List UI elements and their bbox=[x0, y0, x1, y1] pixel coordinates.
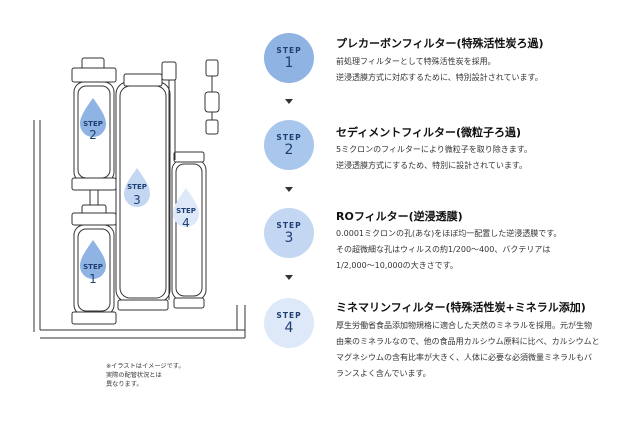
note-line: ※イラストはイメージです。 bbox=[106, 363, 185, 370]
step4-badge: STEP 4 bbox=[264, 298, 314, 348]
step3-badge-num: 3 bbox=[284, 229, 294, 246]
step2-desc-line: 5ミクロンのフィルターにより微粒子を取り除きます。 bbox=[336, 145, 532, 154]
step3-badge-label: STEP bbox=[276, 220, 302, 230]
filter-illustration: STEP 2 STEP 3 STEP 4 STEP 1 bbox=[33, 57, 246, 339]
step2-badge: STEP 2 bbox=[264, 120, 314, 170]
step4-desc-line: 厚生労働省食品添加物規格に適合した天然のミネラルを採用。元が生物 bbox=[336, 321, 592, 330]
step1-title: プレカーボンフィルター(特殊活性炭ろ過) bbox=[336, 37, 544, 50]
drop-step3-num: 3 bbox=[133, 193, 141, 207]
note-line: 実際の配管状況とは bbox=[106, 372, 162, 379]
step4-desc-line: 由来のミネラルなので、他の食品用カルシウム原料に比べ、カルシウムと bbox=[336, 337, 600, 346]
step3-desc-line: 0.0001ミクロンの孔(あな)をほぼ均一配置した逆浸透膜です。 bbox=[336, 229, 562, 238]
step3-desc-line: 1/2,000〜10,000の大きさです。 bbox=[336, 261, 458, 270]
step4-badge-label: STEP bbox=[276, 310, 302, 320]
step4-badge-num: 4 bbox=[284, 319, 294, 336]
drop-step4-label: STEP bbox=[176, 207, 196, 215]
step3-desc-line: その超微細な孔はウィルスの約1/200〜400、バクテリアは bbox=[336, 245, 551, 254]
drop-step1: STEP 1 bbox=[80, 240, 106, 286]
step2-badge-label: STEP bbox=[276, 132, 302, 142]
step1-desc: 前処理フィルターとして特殊活性炭を採用。 逆浸透膜方式に対応するために、特別設計… bbox=[336, 54, 543, 86]
step4-desc: 厚生労働省食品添加物規格に適合した天然のミネラルを採用。元が生物 由来のミネラル… bbox=[336, 318, 600, 382]
drop-step3-label: STEP bbox=[127, 183, 147, 191]
down-arrow-icon bbox=[285, 275, 293, 280]
step2-badge-num: 2 bbox=[284, 141, 294, 158]
step3-badge: STEP 3 bbox=[264, 208, 314, 258]
down-arrow-icon bbox=[285, 187, 293, 192]
step1-badge-num: 1 bbox=[284, 54, 294, 71]
step1-badge-label: STEP bbox=[276, 45, 302, 55]
step3-desc: 0.0001ミクロンの孔(あな)をほぼ均一配置した逆浸透膜です。 その超微細な孔… bbox=[336, 226, 561, 274]
step1-desc-line: 逆浸透膜方式に対応するために、特別設計されています。 bbox=[336, 73, 543, 82]
step1-badge: STEP 1 bbox=[264, 33, 314, 83]
canister-step4 bbox=[171, 151, 207, 309]
steps-list: STEP 1 プレカーボンフィルター(特殊活性炭ろ過) 前処理フィルターとして特… bbox=[255, 0, 640, 421]
step4-desc-line: マグネシウムの含有比率が大きく、人体に必要な必須微量ミネラルもバ bbox=[336, 353, 592, 362]
drop-step2: STEP 2 bbox=[80, 98, 106, 142]
drop-step2-label: STEP bbox=[83, 120, 103, 128]
note-line: 異なります。 bbox=[106, 381, 143, 388]
step3-title: ROフィルター(逆浸透膜) bbox=[336, 210, 463, 223]
step2-desc-line: 逆浸透膜方式にするため、特別に設計されています。 bbox=[336, 161, 528, 170]
illustration-note: ※イラストはイメージです。 実際の配管状況とは 異なります。 bbox=[106, 362, 216, 389]
step1-desc-line: 前処理フィルターとして特殊活性炭を採用。 bbox=[336, 57, 496, 66]
step4-desc-line: ランスよく含んでいます。 bbox=[336, 369, 431, 378]
drop-step3: STEP 3 bbox=[124, 168, 150, 207]
step2-desc: 5ミクロンのフィルターにより微粒子を取り除きます。 逆浸透膜方式にするため、特別… bbox=[336, 142, 532, 174]
drop-step2-num: 2 bbox=[89, 128, 97, 142]
drop-step1-num: 1 bbox=[89, 272, 97, 286]
drop-step1-label: STEP bbox=[83, 263, 103, 271]
bottom-pipe bbox=[40, 329, 245, 339]
drop-step4: STEP 4 bbox=[173, 188, 199, 230]
step2-title: セディメントフィルター(微粒子ろ過) bbox=[336, 126, 522, 139]
step4-title: ミネマリンフィルター(特殊活性炭+ミネラル添加) bbox=[336, 301, 586, 314]
drop-step4-num: 4 bbox=[182, 216, 190, 230]
down-arrow-icon bbox=[285, 99, 293, 104]
valve-assembly bbox=[161, 59, 220, 300]
